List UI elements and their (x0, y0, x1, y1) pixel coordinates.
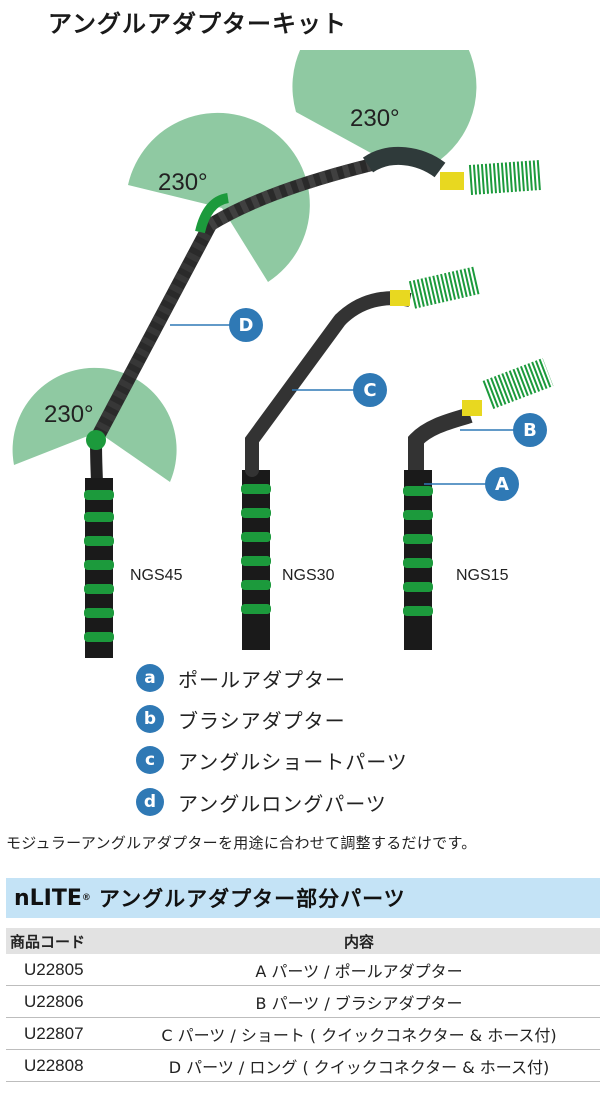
model-label-ngs45: NGS45 (130, 567, 183, 584)
callout-a-label: A (495, 474, 509, 495)
row-content: B パーツ / ブラシアダプター (118, 985, 600, 1018)
callout-b (513, 413, 547, 447)
registered-mark: ® (81, 893, 91, 903)
legend-item-b: b ブラシアダプター (136, 704, 576, 734)
parts-table: 商品コード 内容 U22805 A パーツ / ポールアダプター U22806 … (6, 928, 600, 1082)
legend-item-c: c アングルショートパーツ (136, 745, 576, 775)
legend-item-d: d アングルロングパーツ (136, 787, 576, 817)
header-code: 商品コード (6, 928, 118, 954)
row-code: U22808 (6, 1049, 118, 1082)
table-row: U22805 A パーツ / ポールアダプター (6, 954, 600, 986)
legend-text-d: アングルロングパーツ (178, 791, 387, 816)
row-content: D パーツ / ロング ( クイックコネクター & ホース付) (118, 1049, 600, 1082)
description-text: モジュラーアングルアダプターを用途に合わせて調整するだけです。 (6, 834, 477, 852)
row-content: C パーツ / ショート ( クイックコネクター & ホース付) (118, 1017, 600, 1050)
header-content: 内容 (118, 928, 600, 954)
legend-text-b: ブラシアダプター (178, 708, 346, 733)
callout-c-label: C (363, 380, 376, 401)
angle-label-mid: 230° (158, 169, 208, 196)
table-title-bar: nLITE® アングルアダプター部分パーツ (6, 878, 600, 918)
angle-sector-bottom (12, 367, 177, 482)
pole-ngs45 (84, 146, 542, 658)
row-code: U22805 (6, 954, 118, 986)
badge-b: b (136, 705, 164, 733)
parts-table-section: nLITE® アングルアダプター部分パーツ 商品コード 内容 U22805 A … (6, 878, 600, 1082)
badge-a: a (136, 664, 164, 692)
legend-text-a: ポールアダプター (178, 667, 346, 692)
table-title: アングルアダプター部分パーツ (98, 887, 406, 911)
adapter-illustration: D C B A 230° 230° 230° NGS45 NGS30 NGS15 (12, 50, 554, 658)
table-header-row: 商品コード 内容 (6, 928, 600, 954)
pole-ngs30 (241, 266, 482, 650)
row-content: A パーツ / ポールアダプター (118, 954, 600, 986)
row-code: U22806 (6, 985, 118, 1018)
legend-item-a: a ポールアダプター (136, 663, 576, 693)
pole-ngs15 (403, 357, 554, 650)
badge-d: d (136, 788, 164, 816)
badge-c: c (136, 746, 164, 774)
callout-c (353, 373, 387, 407)
callout-d-label: D (239, 315, 254, 336)
row-code: U22807 (6, 1017, 118, 1050)
angle-sector-top (292, 50, 477, 160)
model-label-ngs15: NGS15 (456, 567, 509, 584)
model-label-ngs30: NGS30 (282, 567, 335, 584)
table-row: U22806 B パーツ / ブラシアダプター (6, 985, 600, 1018)
brand-name: nLITE (14, 885, 82, 911)
callout-b-label: B (523, 420, 537, 441)
angle-label-top: 230° (350, 105, 400, 132)
callout-d (229, 308, 263, 342)
angle-label-bottom: 230° (44, 401, 94, 428)
callout-a (485, 467, 519, 501)
legend-text-c: アングルショートパーツ (178, 749, 408, 774)
table-row: U22808 D パーツ / ロング ( クイックコネクター & ホース付) (6, 1049, 600, 1082)
table-row: U22807 C パーツ / ショート ( クイックコネクター & ホース付) (6, 1017, 600, 1050)
page-title: アングルアダプターキット (48, 10, 348, 38)
